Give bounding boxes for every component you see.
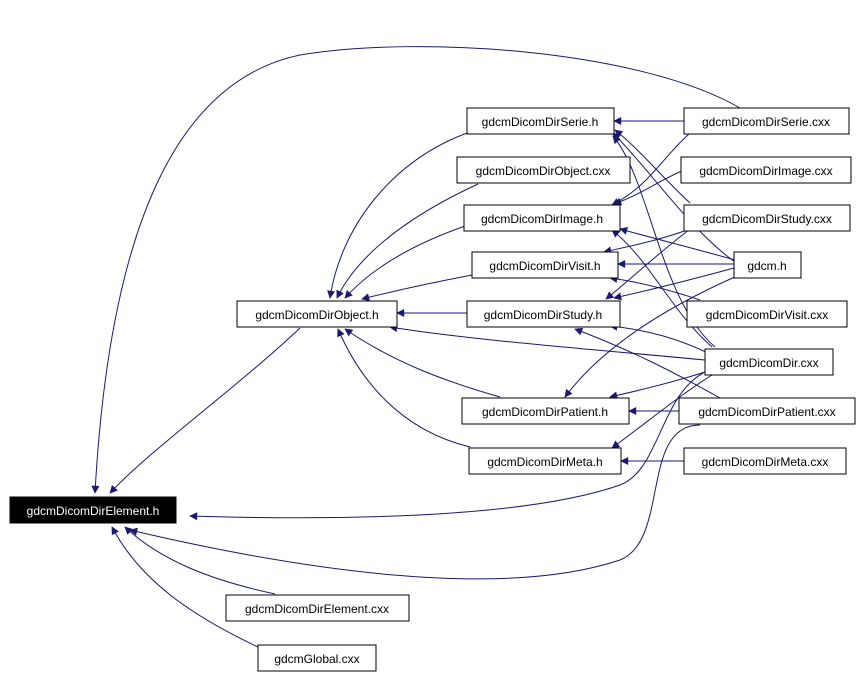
edge-global-cxx-to-element-h bbox=[111, 526, 261, 649]
edge-gdcm-h-to-image-h bbox=[619, 227, 736, 261]
node-element-h-label: gdcmDicomDirElement.h bbox=[27, 504, 160, 518]
edge-image-cxx-to-image-h bbox=[613, 169, 685, 206]
node-element-cxx[interactable]: gdcmDicomDirElement.cxx bbox=[225, 594, 410, 622]
edge-serie-cxx-to-image-h bbox=[611, 132, 691, 206]
node-global-cxx-label: gdcmGlobal.cxx bbox=[274, 652, 359, 666]
edge-study-cxx-to-visit-h bbox=[603, 228, 691, 255]
edge-object-h-to-element-h bbox=[109, 327, 301, 494]
node-element-cxx-label: gdcmDicomDirElement.cxx bbox=[245, 602, 389, 616]
node-meta-h[interactable]: gdcmDicomDirMeta.h bbox=[468, 447, 622, 475]
edge-dir-cxx-to-meta-h bbox=[611, 374, 713, 449]
edge-patient-h-to-object-h bbox=[344, 328, 501, 398]
node-patient-cxx-label: gdcmDicomDirPatient.cxx bbox=[698, 405, 835, 419]
node-visit-cxx[interactable]: gdcmDicomDirVisit.cxx bbox=[686, 300, 848, 328]
node-serie-cxx[interactable]: gdcmDicomDirSerie.cxx bbox=[683, 107, 850, 135]
node-object-h-label: gdcmDicomDirObject.h bbox=[255, 308, 378, 322]
edge-patient-cxx-to-study-h bbox=[574, 327, 721, 399]
node-study-h-label: gdcmDicomDirStudy.h bbox=[484, 308, 602, 322]
node-meta-cxx-label: gdcmDicomDirMeta.cxx bbox=[702, 455, 829, 469]
edge-gdcm-h-to-serie-h bbox=[612, 132, 736, 263]
node-object-cxx[interactable]: gdcmDicomDirObject.cxx bbox=[456, 156, 631, 184]
node-object-cxx-label: gdcmDicomDirObject.cxx bbox=[476, 164, 611, 178]
edge-dir-cxx-to-study-h bbox=[609, 322, 707, 353]
edge-gdcm-h-to-patient-h bbox=[564, 275, 738, 398]
edge-patient-cxx-to-element-h bbox=[129, 424, 701, 580]
node-gdcm-h[interactable]: gdcm.h bbox=[733, 251, 802, 279]
edge-gdcm-h-to-study-h bbox=[613, 267, 735, 301]
edge-visit-h-to-object-h bbox=[361, 274, 473, 302]
edge-element-cxx-to-element-h bbox=[124, 526, 276, 595]
nodes: gdcmDicomDirElement.h gdcmDicomDirObject… bbox=[9, 107, 856, 672]
node-visit-cxx-label: gdcmDicomDirVisit.cxx bbox=[706, 308, 828, 322]
node-dir-cxx[interactable]: gdcmDicomDir.cxx bbox=[704, 348, 834, 376]
node-study-cxx[interactable]: gdcmDicomDirStudy.cxx bbox=[683, 204, 851, 232]
node-object-h[interactable]: gdcmDicomDirObject.h bbox=[236, 300, 398, 328]
edge-dir-cxx-to-object-h bbox=[389, 324, 706, 361]
node-element-h[interactable]: gdcmDicomDirElement.h bbox=[9, 496, 177, 524]
node-image-h-label: gdcmDicomDirImage.h bbox=[481, 212, 603, 226]
node-visit-h[interactable]: gdcmDicomDirVisit.h bbox=[471, 251, 619, 279]
node-gdcm-h-label: gdcm.h bbox=[747, 259, 786, 273]
node-serie-h[interactable]: gdcmDicomDirSerie.h bbox=[466, 107, 615, 135]
node-serie-cxx-label: gdcmDicomDirSerie.cxx bbox=[702, 115, 830, 129]
node-patient-h[interactable]: gdcmDicomDirPatient.h bbox=[461, 397, 630, 425]
edges bbox=[91, 46, 741, 649]
edge-serie-h-to-object-h bbox=[327, 131, 471, 299]
node-visit-h-label: gdcmDicomDirVisit.h bbox=[489, 259, 600, 273]
node-patient-cxx[interactable]: gdcmDicomDirPatient.cxx bbox=[678, 397, 856, 425]
node-global-cxx[interactable]: gdcmGlobal.cxx bbox=[257, 644, 377, 672]
edge-meta-h-to-object-h bbox=[337, 328, 471, 448]
node-study-h[interactable]: gdcmDicomDirStudy.h bbox=[466, 300, 621, 328]
node-meta-cxx[interactable]: gdcmDicomDirMeta.cxx bbox=[683, 447, 847, 475]
node-study-cxx-label: gdcmDicomDirStudy.cxx bbox=[702, 212, 832, 226]
edge-visit-cxx-to-visit-h bbox=[609, 274, 701, 301]
node-serie-h-label: gdcmDicomDirSerie.h bbox=[482, 115, 599, 129]
edge-image-h-to-object-h bbox=[344, 224, 469, 299]
edge-study-cxx-to-serie-h bbox=[614, 129, 691, 204]
edge-object-cxx-to-object-h bbox=[336, 183, 479, 299]
node-dir-cxx-label: gdcmDicomDir.cxx bbox=[719, 356, 818, 370]
node-image-cxx-label: gdcmDicomDirImage.cxx bbox=[699, 164, 832, 178]
node-patient-h-label: gdcmDicomDirPatient.h bbox=[482, 405, 608, 419]
edge-dir-cxx-to-element-h bbox=[189, 371, 706, 521]
edge-dir-cxx-to-image-h bbox=[611, 229, 713, 348]
edge-dir-cxx-to-patient-h bbox=[609, 371, 706, 400]
node-image-cxx[interactable]: gdcmDicomDirImage.cxx bbox=[680, 156, 852, 184]
edge-serie-cxx-to-element-h bbox=[91, 46, 741, 494]
node-image-h[interactable]: gdcmDicomDirImage.h bbox=[463, 204, 621, 232]
node-meta-h-label: gdcmDicomDirMeta.h bbox=[487, 455, 602, 469]
